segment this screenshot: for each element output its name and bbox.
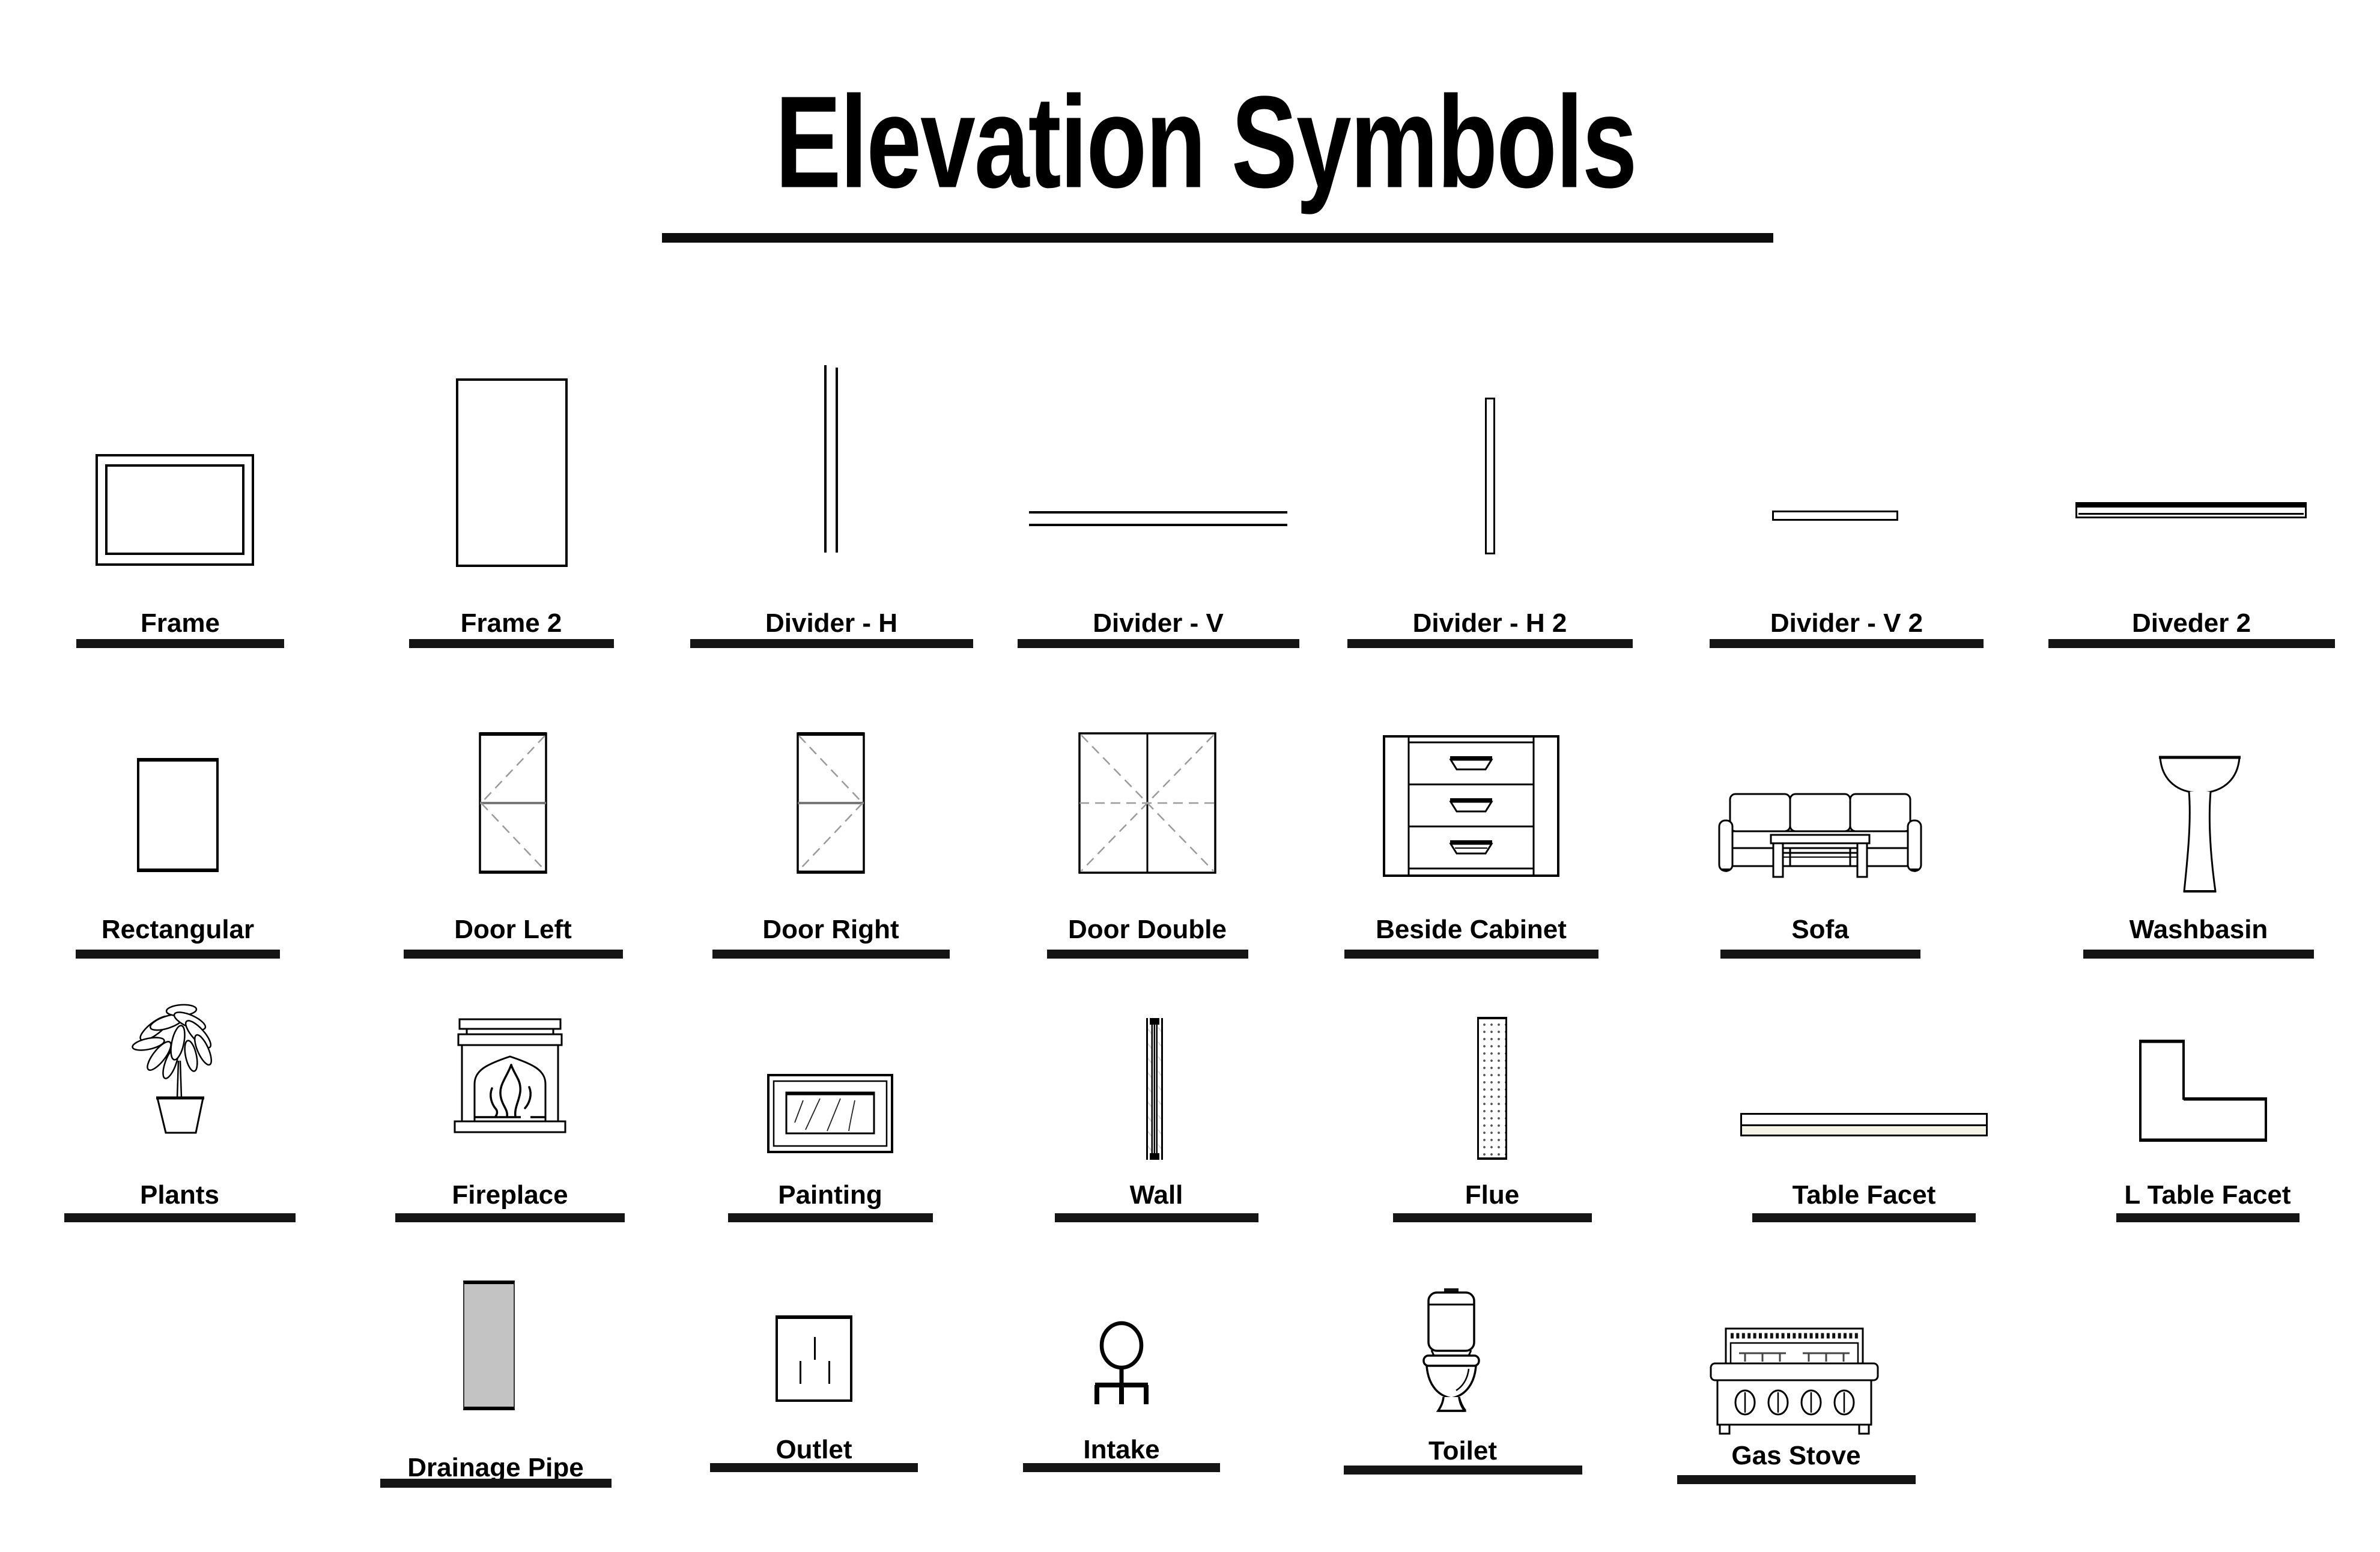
divider-v2-label: Divider - V 2 — [1770, 608, 1923, 638]
washbasin-icon — [2159, 756, 2241, 893]
rectangular-icon — [137, 758, 219, 872]
divider-v-icon — [1029, 511, 1287, 514]
plants-icon — [132, 1004, 212, 1134]
divider-v2-underline — [1710, 639, 1984, 648]
sofa-label: Sofa — [1791, 915, 1849, 944]
l-table-facet-icon — [2139, 1040, 2267, 1142]
frame2-icon — [456, 378, 568, 567]
table-facet-label: Table Facet — [1792, 1180, 1936, 1210]
fireplace-underline — [395, 1213, 625, 1222]
door-right-label: Door Right — [762, 915, 899, 944]
divider-h-underline — [690, 639, 973, 648]
frame-icon-inner — [105, 464, 244, 555]
wall-underline — [1055, 1213, 1258, 1222]
outlet-label: Outlet — [776, 1435, 852, 1464]
painting-icon — [767, 1074, 893, 1153]
flue-icon — [1477, 1017, 1507, 1160]
door-right-icon — [797, 732, 865, 874]
beside-cabinet-icon — [1383, 735, 1559, 877]
toilet-icon — [1422, 1288, 1480, 1412]
frame2-label: Frame 2 — [460, 608, 562, 638]
intake-icon — [1094, 1321, 1149, 1404]
plants-underline — [64, 1213, 296, 1222]
frame-label: Frame — [140, 608, 220, 638]
outlet-icon — [776, 1315, 852, 1402]
diveder2-icon — [2075, 502, 2307, 518]
drainage-pipe-underline — [380, 1479, 612, 1488]
wall-label: Wall — [1129, 1180, 1183, 1210]
beside-cabinet-label: Beside Cabinet — [1376, 915, 1567, 944]
sofa-underline — [1720, 950, 1920, 959]
door-double-label: Door Double — [1068, 915, 1227, 944]
drainage-pipe-icon — [463, 1281, 515, 1410]
beside-cabinet-underline — [1344, 950, 1598, 959]
divider-h2-label: Divider - H 2 — [1412, 608, 1567, 638]
rectangular-label: Rectangular — [101, 915, 255, 944]
divider-h-label: Divider - H — [765, 608, 898, 638]
rectangular-underline — [76, 950, 280, 959]
frame2-underline — [409, 639, 614, 648]
flue-underline — [1393, 1213, 1592, 1222]
wall-icon — [1146, 1018, 1163, 1160]
divider-h2-icon — [1485, 398, 1495, 554]
divider-h2-underline — [1347, 639, 1633, 648]
intake-label: Intake — [1083, 1435, 1160, 1464]
frame-underline — [76, 639, 284, 648]
l-table-facet-label: L Table Facet — [2124, 1180, 2291, 1210]
table-facet-underline — [1752, 1213, 1976, 1222]
fireplace-label: Fireplace — [452, 1180, 568, 1210]
outlet-underline — [710, 1463, 918, 1472]
washbasin-underline — [2083, 950, 2314, 959]
divider-v-underline — [1018, 639, 1299, 648]
toilet-label: Toilet — [1428, 1436, 1498, 1466]
divider-v-label: Divider - V — [1093, 608, 1224, 638]
painting-underline — [728, 1213, 933, 1222]
door-double-underline — [1047, 950, 1248, 959]
page-title: Elevation Symbols — [775, 68, 1637, 215]
door-left-underline — [404, 950, 623, 959]
title-underline — [662, 233, 1773, 243]
diveder2-label: Diveder 2 — [2131, 608, 2251, 638]
gas-stove-label: Gas Stove — [1731, 1441, 1861, 1470]
door-left-label: Door Left — [454, 915, 572, 944]
gas-stove-icon — [1710, 1327, 1879, 1435]
painting-label: Painting — [778, 1180, 882, 1210]
door-left-icon — [479, 732, 547, 874]
divider-v2-icon — [1772, 511, 1898, 521]
diveder2-underline — [2048, 639, 2335, 648]
divider-h-icon — [824, 365, 827, 553]
intake-underline — [1023, 1463, 1220, 1472]
door-right-underline — [712, 950, 950, 959]
plants-label: Plants — [139, 1180, 220, 1210]
washbasin-label: Washbasin — [2129, 915, 2268, 944]
toilet-underline — [1344, 1466, 1582, 1475]
flue-label: Flue — [1465, 1180, 1520, 1210]
sofa-icon — [1718, 793, 1922, 878]
gas-stove-underline — [1677, 1475, 1916, 1484]
fireplace-icon — [454, 1018, 566, 1133]
door-double-icon — [1078, 732, 1216, 874]
l-table-facet-underline — [2116, 1213, 2300, 1222]
drainage-pipe-label: Drainage Pipe — [407, 1453, 584, 1482]
